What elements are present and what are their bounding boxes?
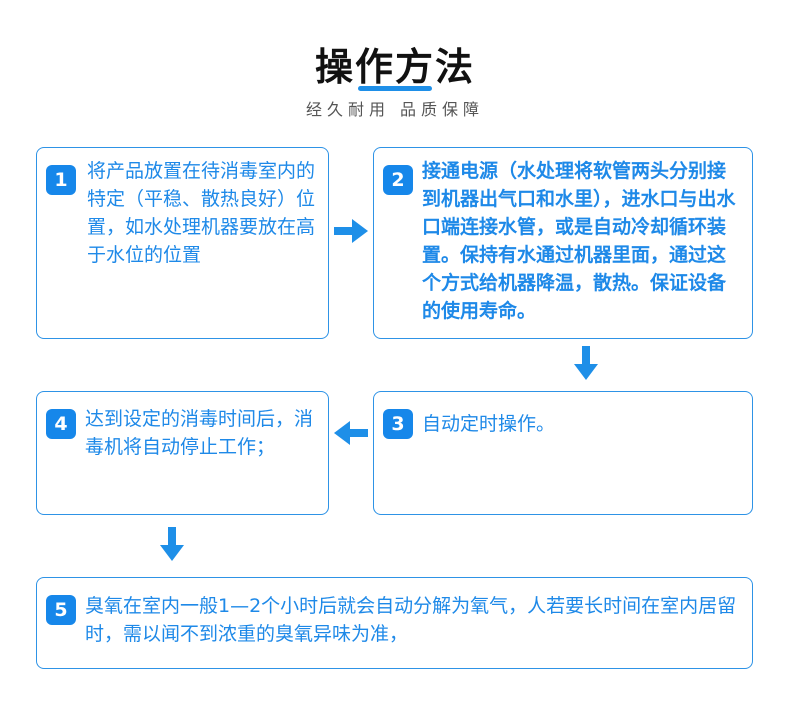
arrow-down-icon: [160, 527, 184, 561]
title-underline: [358, 86, 432, 91]
step-2-text: 接通电源（水处理将软管两头分别接到机器出气口和水里），进水口与出水口端连接水管，…: [422, 160, 736, 322]
step-4-badge: 4: [46, 409, 76, 439]
step-2-box: 2 接通电源（水处理将软管两头分别接到机器出气口和水里），进水口与出水口端连接水…: [373, 147, 753, 339]
step-4-box: 4 达到设定的消毒时间后，消毒机将自动停止工作；: [36, 391, 329, 515]
step-5-box: 5 臭氧在室内一般1—2个小时后就会自动分解为氧气，人若要长时间在室内居留时，需…: [36, 577, 753, 669]
step-5-text: 臭氧在室内一般1—2个小时后就会自动分解为氧气，人若要长时间在室内居留时，需以闻…: [85, 595, 737, 645]
step-1-text: 将产品放置在待消毒室内的特定（平稳、散热良好）位置，如水处理机器要放在高于水位的…: [87, 160, 316, 266]
step-3-badge: 3: [383, 409, 413, 439]
step-3-text: 自动定时操作。: [422, 413, 556, 435]
step-1-badge: 1: [46, 165, 76, 195]
arrow-down-icon: [574, 346, 598, 380]
step-2-badge: 2: [383, 165, 413, 195]
step-4-text: 达到设定的消毒时间后，消毒机将自动停止工作；: [85, 408, 314, 458]
step-1-box: 1 将产品放置在待消毒室内的特定（平稳、散热良好）位置，如水处理机器要放在高于水…: [36, 147, 329, 339]
step-3-box: 3 自动定时操作。: [373, 391, 753, 515]
arrow-right-icon: [334, 219, 368, 243]
arrow-left-icon: [334, 421, 368, 445]
page-title: 操作方法: [314, 45, 475, 89]
step-5-badge: 5: [46, 595, 76, 625]
page-subtitle: 经久耐用 品质保障: [305, 100, 485, 119]
